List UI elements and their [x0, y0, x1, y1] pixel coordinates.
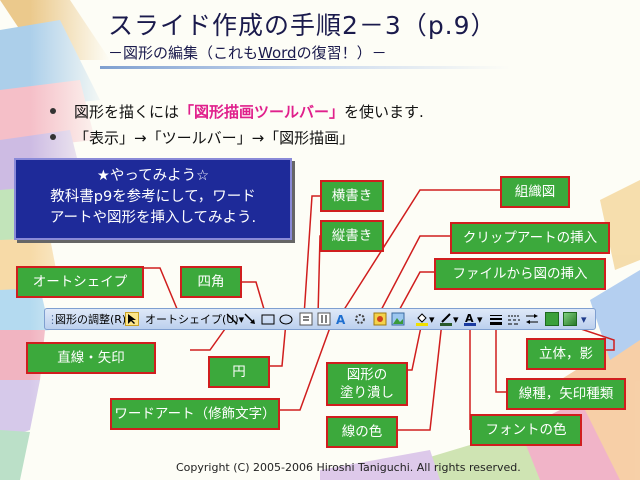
draw-menu-label: 図形の調整(R)	[55, 313, 127, 326]
line-color-icon[interactable]	[439, 312, 453, 326]
fill-color-icon[interactable]	[415, 312, 429, 326]
callout-line: 教科書p9を参考にして，ワード	[50, 189, 256, 205]
clipart-icon[interactable]	[373, 312, 387, 326]
bullet-dot-icon	[50, 134, 56, 140]
bullet-list: 図形を描くには「図形描画ツールバー」を使います. 「表示」→「ツールバー」→「図…	[50, 98, 424, 150]
org-chart-icon[interactable]	[353, 312, 367, 326]
label-fill-line: 図形の	[346, 367, 388, 383]
label-wordart: ワードアート（修飾文字）	[110, 398, 280, 430]
label-line-color: 線の色	[326, 416, 398, 448]
wordart-icon[interactable]: A	[335, 312, 349, 327]
slide-subtitle: －図形の編集（これもWordの復習！）－	[108, 42, 387, 63]
ellipse-icon[interactable]	[279, 312, 293, 326]
label-line-style: 線種，矢印種類	[506, 378, 626, 410]
font-color-icon[interactable]: A	[463, 312, 477, 326]
title-underline	[100, 66, 510, 69]
label-horizontal-text: 横書き	[320, 180, 384, 212]
callout-line: アートや図形を挿入してみよう.	[49, 210, 257, 226]
bullet-item: 「表示」→「ツールバー」→「図形描画」	[50, 124, 424, 150]
copyright-footer: Copyright (C) 2005-2006 Hiroshi Taniguch…	[176, 461, 521, 474]
svg-text:A: A	[465, 312, 474, 325]
toolbar-options-icon[interactable]: ▾	[581, 312, 587, 326]
label-font-color: フォントの色	[470, 414, 582, 446]
label-shadow-3d: 立体，影	[526, 338, 606, 370]
svg-text:A: A	[336, 313, 346, 326]
autoshape-menu-button[interactable]: オートシェイプ(U)▾	[145, 311, 244, 327]
select-objects-icon[interactable]	[125, 312, 139, 326]
slide-title: スライド作成の手順2－3（p.9）	[108, 11, 497, 40]
horizontal-textbox-icon[interactable]	[299, 312, 313, 326]
toolbar-grip-icon[interactable]: ⋮	[47, 312, 58, 326]
label-rectangle: 四角	[180, 266, 242, 298]
subtitle-word: Word	[258, 44, 297, 62]
bullet-post: を使います.	[344, 102, 424, 121]
line-color-dropdown-icon[interactable]: ▾	[453, 312, 459, 326]
arrow-icon[interactable]	[243, 312, 257, 326]
font-color-dropdown-icon[interactable]: ▾	[477, 312, 483, 326]
vertical-textbox-icon[interactable]	[317, 312, 331, 326]
label-insert-picture: ファイルから図の挿入	[434, 258, 606, 290]
chevron-down-icon: ▾	[238, 312, 245, 326]
callout-line: ★やってみよう☆	[96, 168, 210, 184]
label-fill: 図形の 塗り潰し	[326, 362, 408, 406]
label-fill-line: 塗り潰し	[340, 385, 394, 401]
draw-menu-button[interactable]: 図形の調整(R)▾	[55, 311, 132, 327]
label-vertical-text: 縦書き	[320, 220, 384, 252]
line-icon[interactable]	[225, 312, 239, 326]
autoshape-menu-label: オートシェイプ(U)	[145, 313, 239, 326]
label-org-chart: 組織図	[500, 176, 570, 208]
label-line-arrow: 直線・矢印	[26, 342, 156, 374]
drawing-toolbar: ⋮ 図形の調整(R)▾ オートシェイプ(U)▾ A ▾ ▾ A ▾ ▾	[44, 308, 596, 330]
arrow-style-icon[interactable]	[525, 312, 539, 326]
subtitle-post: の復習！）－	[296, 44, 387, 62]
exercise-callout: ★やってみよう☆ 教科書p9を参考にして，ワード アートや図形を挿入してみよう.	[14, 158, 292, 240]
label-autoshape: オートシェイプ	[16, 266, 144, 298]
line-style-icon[interactable]	[489, 312, 503, 326]
insert-picture-icon[interactable]	[391, 312, 405, 326]
bullet-item: 図形を描くには「図形描画ツールバー」を使います.	[50, 98, 424, 124]
bullet-pre: 図形を描くには	[74, 102, 180, 121]
3d-icon[interactable]	[563, 312, 577, 326]
shadow-icon[interactable]	[545, 312, 559, 326]
rectangle-icon[interactable]	[261, 312, 275, 326]
fill-color-dropdown-icon[interactable]: ▾	[429, 312, 435, 326]
label-ellipse: 円	[208, 356, 270, 388]
bullet-dot-icon	[50, 108, 56, 114]
label-clipart: クリップアートの挿入	[450, 222, 610, 254]
subtitle-pre: －図形の編集（これも	[108, 44, 259, 62]
dash-style-icon[interactable]	[507, 312, 521, 326]
bullet-pre: 「表示」→「ツールバー」→「図形描画」	[74, 128, 355, 147]
bullet-highlight: 「図形描画ツールバー」	[179, 102, 345, 121]
